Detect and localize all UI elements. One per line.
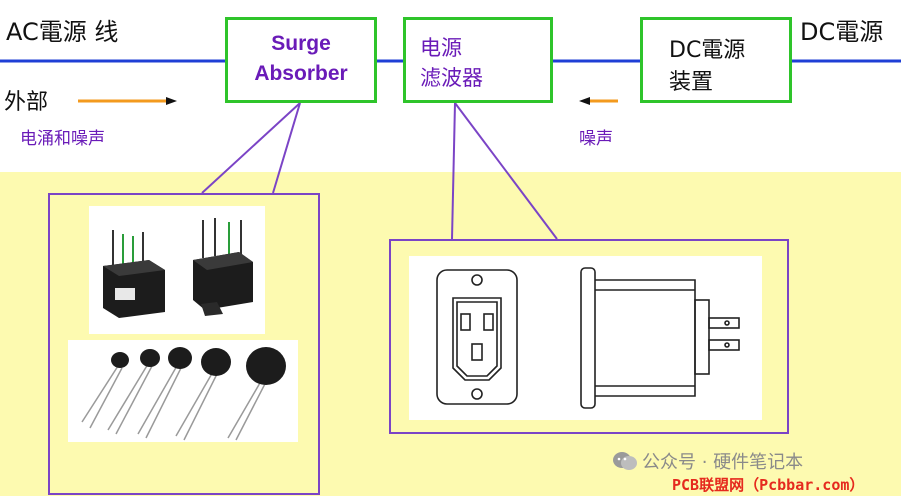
surge-absorber-title-line2: Absorber <box>254 62 348 85</box>
ac-power-line-label: AC電源 线 <box>6 18 119 46</box>
power-filter-drawing <box>409 256 762 420</box>
surge-absorber-module-photo <box>89 206 265 334</box>
surge-connector <box>201 102 301 194</box>
surge-module-illustration <box>103 218 253 318</box>
dc-power-line-label: DC電源 <box>800 18 884 46</box>
surge-direction-arrow <box>78 97 177 105</box>
filter-connector <box>451 102 558 240</box>
watermark-site: PCB联盟网（Pcbbar.com） <box>672 476 865 494</box>
power-filter-box: 电源 滤波器 <box>403 17 553 103</box>
external-label: 外部 <box>4 90 49 115</box>
filter-front-view <box>436 269 518 405</box>
wechat-icon <box>613 452 637 470</box>
surge-noise-label: 电涌和噪声 <box>20 129 105 149</box>
dc-power-unit-title-line1: DC電源 <box>669 38 746 63</box>
surge-module-right <box>193 218 253 316</box>
surge-components-panel <box>48 193 320 495</box>
surge-module-left <box>103 230 165 318</box>
dc-power-unit-title-line2: 装置 <box>669 70 714 95</box>
varistor-disc-4 <box>201 348 231 376</box>
varistor-disc-1 <box>111 352 129 368</box>
noise-label: 噪声 <box>579 129 613 149</box>
power-filter-panel <box>389 239 789 434</box>
power-filter-title-line2: 滤波器 <box>420 66 483 90</box>
varistor-illustration <box>81 347 286 441</box>
varistor-disc-3 <box>168 347 192 369</box>
filter-side-view <box>580 267 740 409</box>
varistor-photo <box>68 340 298 442</box>
surge-absorber-title-line1: Surge <box>271 32 331 55</box>
watermark-account: 公众号 · 硬件笔记本 <box>642 452 804 473</box>
iec-filter-illustration <box>436 267 740 409</box>
power-filter-title-line1: 电源 <box>420 36 462 60</box>
noise-direction-arrow <box>579 97 618 105</box>
dc-power-unit-box: DC電源 装置 <box>640 17 792 103</box>
varistor-disc-2 <box>140 349 160 367</box>
varistor-disc-5 <box>246 347 286 385</box>
surge-absorber-box: Surge Absorber <box>225 17 377 103</box>
